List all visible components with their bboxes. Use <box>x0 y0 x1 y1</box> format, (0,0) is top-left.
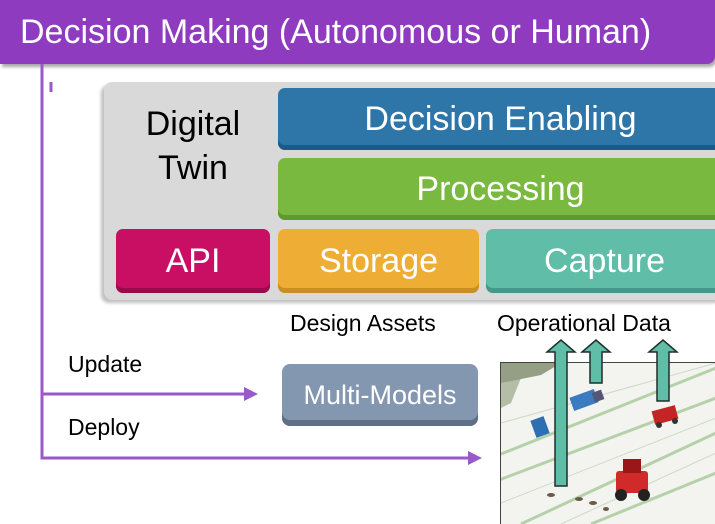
red-harvester-icon <box>651 405 679 428</box>
processing-block: Processing <box>278 158 715 220</box>
digital-twin-label-line1: Digital <box>145 105 241 143</box>
api-block: API <box>116 229 270 293</box>
multi-models-block: Multi-Models <box>282 364 478 426</box>
deploy-connector-line <box>40 64 470 460</box>
decision-enabling-block: Decision Enabling <box>278 88 715 150</box>
field-illustration <box>501 363 715 524</box>
capture-arrow-3-icon <box>646 339 680 402</box>
container-icon <box>530 416 550 438</box>
storage-block: Storage <box>278 229 479 293</box>
farm-field-image <box>500 362 715 524</box>
update-deploy-connector <box>40 64 470 460</box>
capture-arrow-1-icon <box>544 339 578 487</box>
red-tractor-icon <box>615 459 650 501</box>
deploy-arrowhead <box>468 451 482 465</box>
operational-data-caption: Operational Data <box>497 310 671 336</box>
digital-twin-label-line2: Twin <box>158 149 228 187</box>
decision-making-title: Decision Making (Autonomous or Human) <box>20 12 652 51</box>
capture-arrow-2-icon <box>579 339 613 384</box>
design-assets-caption: Design Assets <box>290 310 436 336</box>
capture-block: Capture <box>486 229 715 293</box>
digital-twin-label: Digital Twin <box>118 102 268 190</box>
update-arrowhead <box>244 387 258 401</box>
deploy-label: Deploy <box>68 414 140 440</box>
truck-icon <box>569 388 605 412</box>
decision-making-banner: Decision Making (Autonomous or Human) <box>0 0 715 64</box>
update-label: Update <box>68 351 143 377</box>
